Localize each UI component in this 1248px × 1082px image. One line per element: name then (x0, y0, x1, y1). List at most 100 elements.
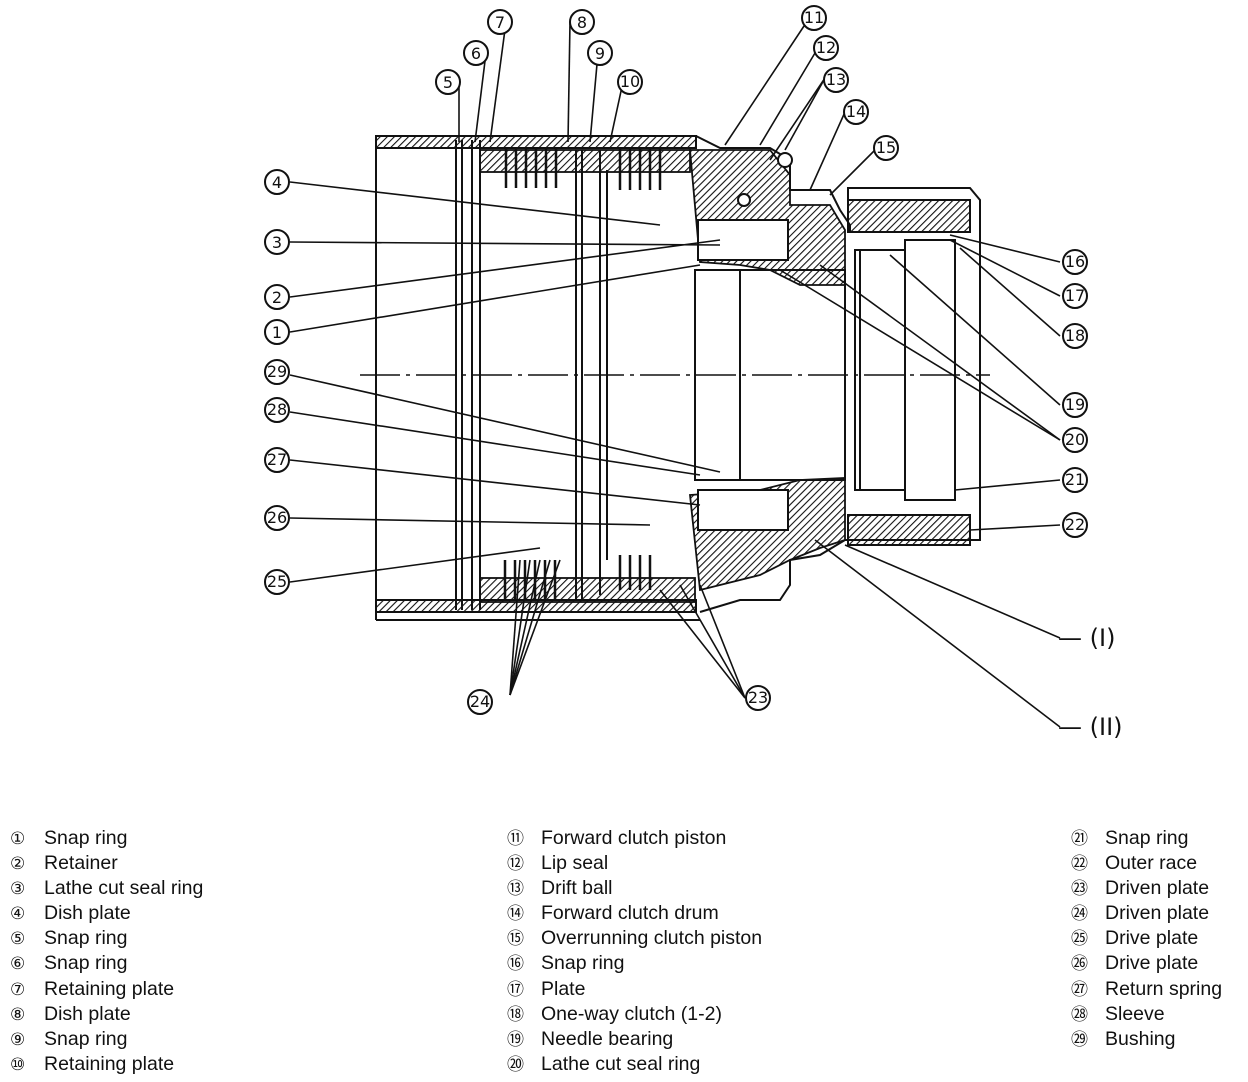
callout-1: 1 (264, 319, 290, 345)
piston-hub (479, 149, 846, 603)
callout-14: 14 (843, 99, 869, 125)
callout-18: 18 (1062, 323, 1088, 349)
drive-driven-plates-lower (503, 555, 652, 600)
callout-4: 4 (264, 169, 290, 195)
callout-19: 19 (1062, 392, 1088, 418)
callout-26: 26 (264, 505, 290, 531)
svg-text:24: 24 (470, 692, 490, 711)
callout-markers: 4 3 2 1 5 6 7 8 9 10 11 12 13 14 15 16 1… (264, 5, 1088, 715)
svg-text:23: 23 (748, 688, 768, 707)
ball-shape (737, 193, 751, 207)
callout-12: 12 (813, 35, 839, 61)
svg-text:4: 4 (272, 173, 282, 192)
svg-text:19: 19 (1065, 395, 1085, 414)
svg-text:5: 5 (443, 73, 453, 92)
callout-16: 16 (1062, 249, 1088, 275)
callout-27: 27 (264, 447, 290, 473)
callout-23: 23 (745, 685, 771, 711)
callout-22: 22 (1062, 512, 1088, 538)
callout-11: 11 (801, 5, 827, 31)
callout-15: 15 (873, 135, 899, 161)
svg-text:12: 12 (816, 38, 836, 57)
callout-24: 24 (467, 689, 493, 715)
label-I: — (I) (1058, 624, 1115, 652)
svg-text:9: 9 (595, 44, 605, 63)
callout-17: 17 (1062, 283, 1088, 309)
svg-text:11: 11 (804, 8, 824, 27)
leader-lines (289, 19, 1061, 728)
callout-3: 3 (264, 229, 290, 255)
svg-text:7: 7 (495, 13, 505, 32)
svg-text:25: 25 (267, 572, 287, 591)
callout-20: 20 (1062, 427, 1088, 453)
callout-13: 13 (823, 67, 849, 93)
callout-6: 6 (463, 40, 489, 66)
svg-text:27: 27 (267, 450, 287, 469)
callout-9: 9 (587, 40, 613, 66)
svg-text:29: 29 (267, 362, 287, 381)
callout-25: 25 (264, 569, 290, 595)
callout-29: 29 (264, 359, 290, 385)
svg-text:14: 14 (846, 102, 866, 121)
svg-text:20: 20 (1065, 430, 1085, 449)
svg-text:8: 8 (577, 13, 587, 32)
svg-text:10: 10 (620, 72, 640, 91)
svg-text:18: 18 (1065, 326, 1085, 345)
svg-text:6: 6 (471, 44, 481, 63)
svg-text:16: 16 (1065, 252, 1085, 271)
svg-text:1: 1 (272, 323, 282, 342)
callout-2: 2 (264, 284, 290, 310)
callout-10: 10 (617, 69, 643, 95)
label-II: — (II) (1058, 713, 1123, 741)
return-spring-upper (504, 148, 662, 190)
svg-text:21: 21 (1065, 470, 1085, 489)
svg-text:15: 15 (876, 138, 896, 157)
svg-text:28: 28 (267, 400, 287, 419)
svg-text:26: 26 (267, 508, 287, 527)
callout-28: 28 (264, 397, 290, 423)
drift-ball-shape (777, 152, 793, 168)
callout-7: 7 (487, 9, 513, 35)
clutch-cross-section-diagram: 4 3 2 1 5 6 7 8 9 10 11 12 13 14 15 16 1… (264, 5, 1123, 741)
hub-shaft (694, 219, 956, 531)
svg-text:13: 13 (826, 70, 846, 89)
svg-text:22: 22 (1065, 515, 1085, 534)
svg-text:2: 2 (272, 288, 282, 307)
svg-text:3: 3 (272, 233, 282, 252)
callout-5: 5 (435, 69, 461, 95)
svg-text:17: 17 (1065, 286, 1085, 305)
drum-housing (375, 135, 981, 621)
